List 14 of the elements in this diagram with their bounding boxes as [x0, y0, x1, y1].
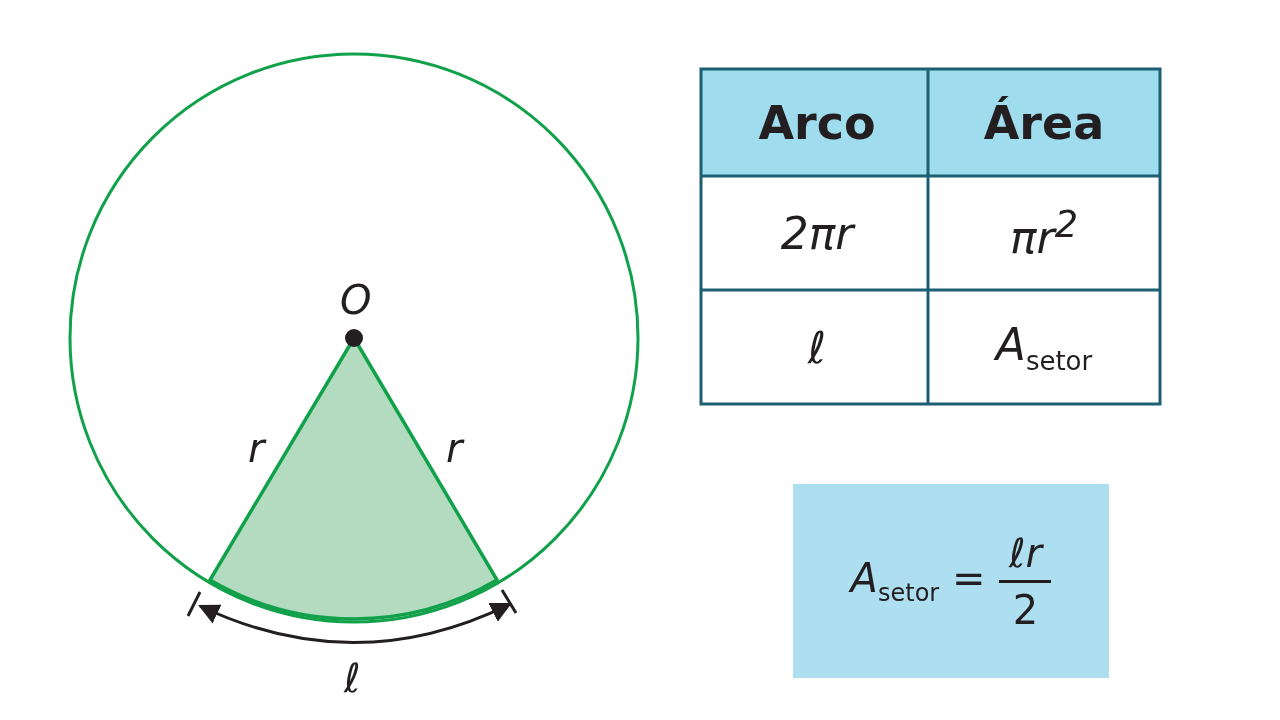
formula-box [793, 484, 1109, 678]
table-cell-text: 2πr [779, 206, 857, 261]
numerator: ℓr [1008, 529, 1042, 576]
table-cell-text: πr$^{2}$ [1009, 202, 1079, 265]
formula-text: A$_{setor}$ = [850, 555, 986, 607]
radius-label: r [446, 428, 463, 468]
radius-label: r [248, 428, 265, 468]
denominator: 2 [1012, 586, 1039, 633]
arc-length-label: ℓ [344, 658, 361, 698]
point-label: O [340, 280, 372, 320]
table-cell-text: ℓ [806, 320, 828, 375]
header-cell-text: Arco [757, 94, 877, 152]
table-cell-text: A$_{setor}$ [992, 317, 1094, 378]
header-cell-text: Área [982, 94, 1106, 152]
